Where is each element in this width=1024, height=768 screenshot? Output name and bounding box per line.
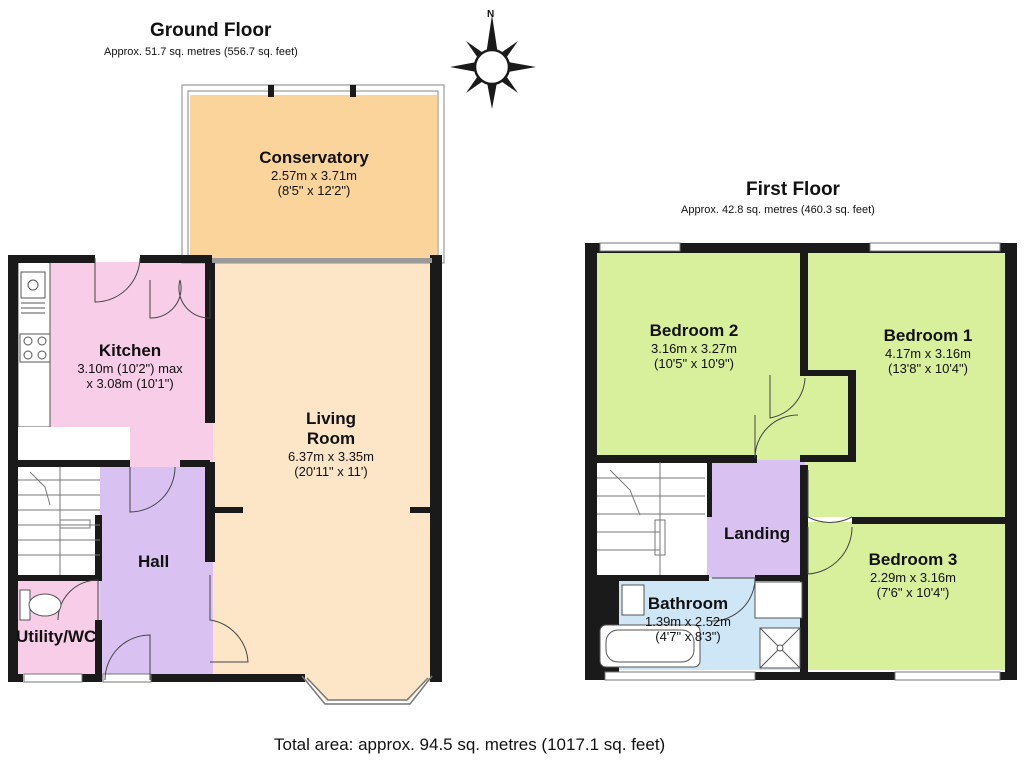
first-floor-doors — [711, 375, 853, 622]
bedroom-1-floor — [805, 252, 1007, 517]
living-room-bay-floor — [302, 672, 432, 700]
bedroom-3-floor — [805, 522, 1007, 670]
first-floor-title: First Floor — [746, 179, 840, 200]
bedroom-1-label: Bedroom 1 4.17m x 3.16m (13'8" x 10'4") — [858, 326, 998, 376]
compass-rose — [450, 15, 536, 109]
bedroom-3-name: Bedroom 3 — [868, 550, 958, 569]
total-area: Total area: approx. 94.5 sq. metres (101… — [274, 735, 666, 754]
bath-tub — [599, 624, 701, 668]
living-room-dim-metric: 6.37m x 3.35m — [288, 449, 374, 464]
bay-window — [301, 675, 433, 705]
stairs-area — [18, 467, 100, 575]
living-room-floor — [213, 262, 433, 682]
bedroom-2-label: Bedroom 2 3.16m x 3.27m (10'5" x 10'9") — [624, 321, 764, 371]
first-stairs-area — [597, 460, 707, 578]
utility-wc-label: Utility/WC — [16, 627, 97, 646]
conservatory-label: Conservatory 2.57m x 3.71m (8'5" x 12'2"… — [234, 148, 394, 198]
first-floor-walls — [585, 243, 1017, 680]
ground-floor-doors — [57, 257, 249, 681]
bedroom-2-name: Bedroom 2 — [649, 321, 739, 340]
bedroom-1-dim-imperial: (13'8" x 10'4") — [888, 361, 968, 376]
ground-floor-stairs — [18, 467, 100, 575]
landing-label: Landing — [724, 524, 791, 543]
conservatory-name: Conservatory — [259, 148, 369, 167]
hall-label: Hall — [138, 552, 170, 571]
utility-floor — [18, 575, 100, 682]
kitchen-hob — [19, 333, 51, 363]
shower-tray — [759, 627, 801, 669]
living-room-name-2: Room — [306, 429, 356, 448]
bedroom-3-label: Bedroom 3 2.29m x 3.16m (7'6" x 10'4") — [843, 550, 983, 600]
bathroom-name: Bathroom — [647, 594, 729, 613]
kitchen-name: Kitchen — [98, 341, 162, 360]
wc-toilet — [19, 589, 62, 621]
bathroom-basin — [621, 581, 803, 619]
ground-floor-walls — [8, 255, 442, 682]
bedroom-3-dim-metric: 2.29m x 3.16m — [870, 570, 956, 585]
living-room-label: Living Room 6.37m x 3.35m (20'11" x 11') — [256, 409, 406, 479]
ground-floor-title: Ground Floor — [150, 20, 272, 41]
bathroom-label: Bathroom 1.39m x 2.52m (4'7" x 8'3") — [618, 594, 758, 644]
bedroom-2-dim-metric: 3.16m x 3.27m — [651, 341, 737, 356]
first-floor-stairs — [597, 462, 705, 575]
first-floor-area: Approx. 42.8 sq. metres (460.3 sq. feet) — [681, 204, 875, 216]
living-room-name-1: Living — [305, 409, 357, 428]
conservatory-floor — [190, 95, 437, 260]
bathroom-dim-metric: 1.39m x 2.52m — [645, 614, 731, 629]
kitchen-label: Kitchen 3.10m (10'2") max x 3.08m (10'1"… — [60, 341, 200, 391]
living-room-dim-imperial: (20'11" x 11') — [294, 464, 368, 479]
compass-north-label: N — [487, 9, 495, 20]
kitchen-dim-1: 3.10m (10'2") max — [77, 361, 183, 376]
conservatory-dim-imperial: (8'5" x 12'2") — [277, 183, 351, 198]
kitchen-sink — [20, 271, 46, 314]
bathroom-dim-imperial: (4'7" x 8'3") — [655, 629, 721, 644]
bedroom-1-dim-metric: 4.17m x 3.16m — [885, 346, 971, 361]
bedroom-1-name: Bedroom 1 — [883, 326, 973, 345]
ground-floor-area: Approx. 51.7 sq. metres (556.7 sq. feet) — [104, 46, 298, 58]
bedroom-2-dim-imperial: (10'5" x 10'9") — [654, 356, 734, 371]
bedroom-3-dim-imperial: (7'6" x 10'4") — [876, 585, 950, 600]
conservatory-dim-metric: 2.57m x 3.71m — [271, 168, 357, 183]
kitchen-dim-2: x 3.08m (10'1") — [86, 376, 174, 391]
